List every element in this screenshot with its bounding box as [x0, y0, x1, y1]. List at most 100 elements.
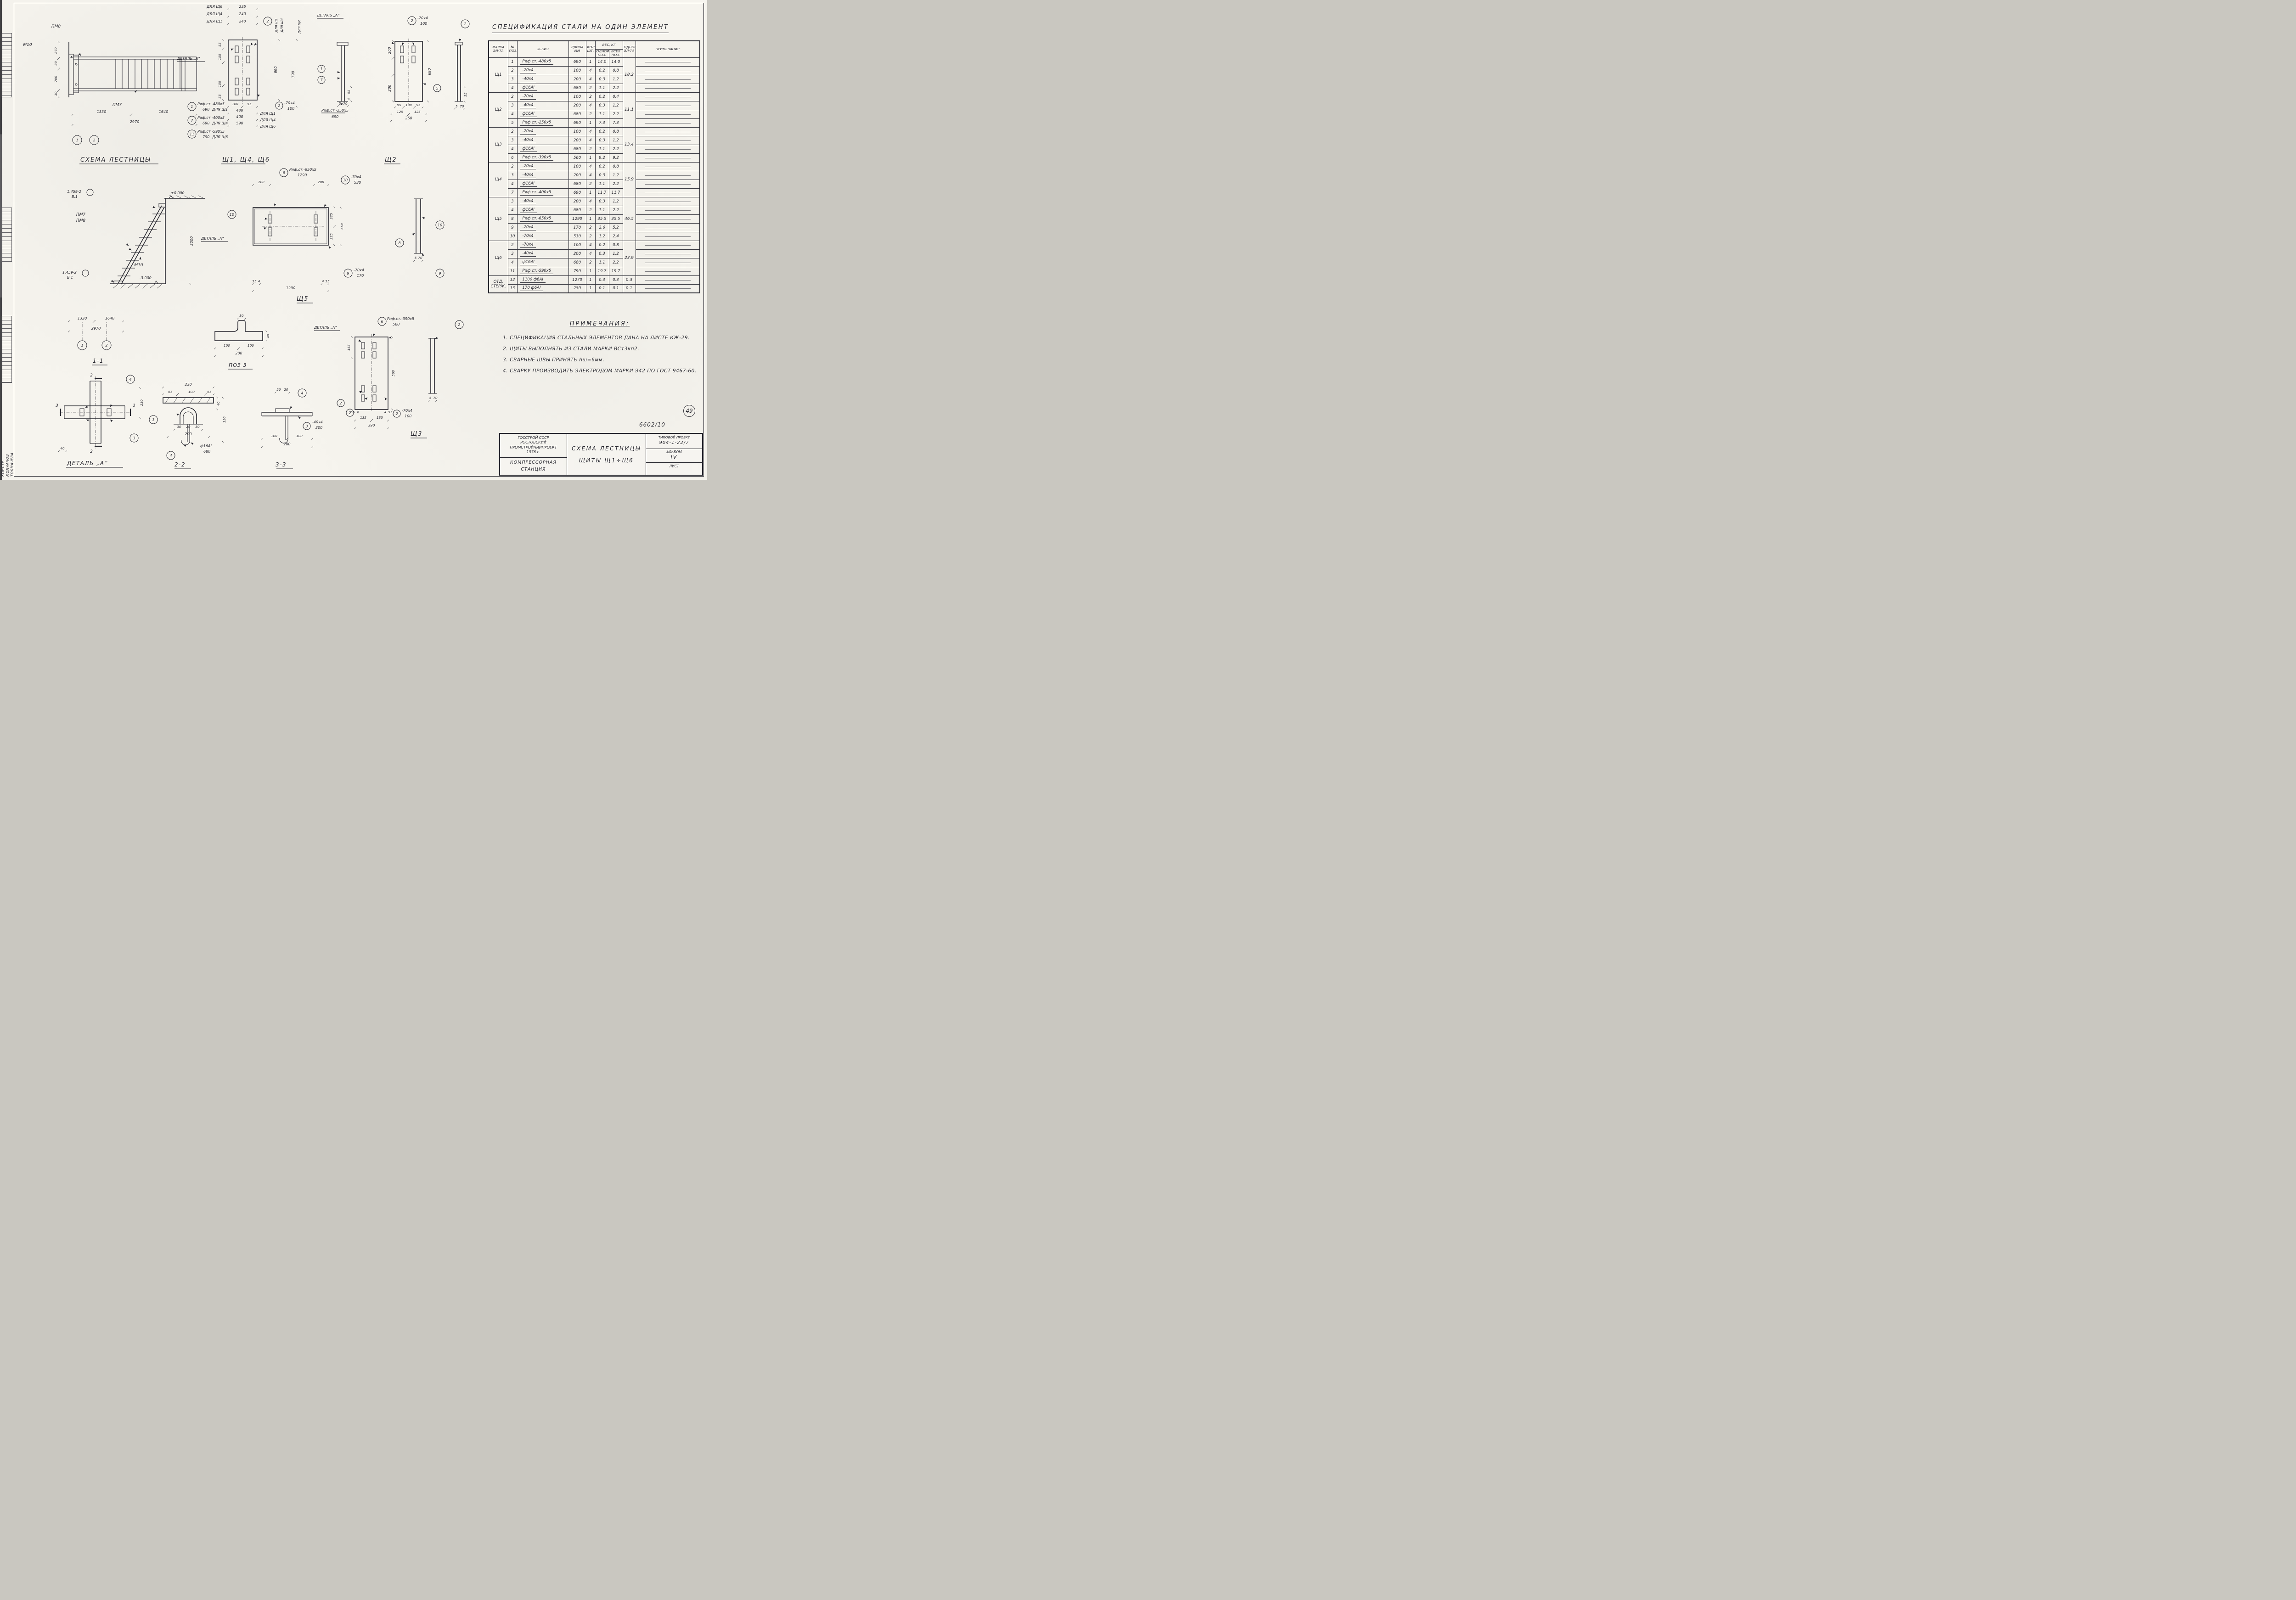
- view-title-sh2: Щ2: [385, 157, 397, 163]
- callout-number: 3: [152, 418, 154, 422]
- dim-label: 230: [140, 399, 144, 406]
- dim-label: 700: [54, 76, 58, 82]
- part-label-pm7: ПМ7: [113, 103, 122, 107]
- axis-number: 2: [105, 343, 107, 348]
- dim-label: 5: [339, 101, 341, 106]
- org-line: ПРОМСТРОЙНИИПРОЕКТ: [510, 445, 557, 449]
- part-spec-label: Риф.ст.-390х5: [387, 317, 414, 321]
- dim-label: 55: [350, 410, 355, 414]
- doc-code: 6602/10: [639, 421, 665, 428]
- dim-label: 95: [416, 103, 421, 107]
- dim-label: 2970: [130, 120, 139, 124]
- dim-label: 20: [284, 387, 288, 392]
- level-mark-label: -3.000: [140, 276, 152, 280]
- dim-label: 100: [405, 103, 412, 107]
- dim-label: 4: [258, 279, 260, 283]
- part-label-pm7: ПМ7: [76, 213, 86, 217]
- dim-label: 125: [397, 110, 403, 114]
- part-length-label: 100: [287, 107, 294, 111]
- dim-label: 870: [54, 47, 58, 54]
- dim-label: 135: [377, 415, 383, 420]
- object-cell: КОМПРЕССОРНАЯ СТАНЦИЯ: [500, 458, 567, 475]
- detail-a-linework: [58, 375, 141, 468]
- org-line: РОСТОВСКИЙ: [520, 440, 546, 445]
- callout-number: 6: [381, 320, 383, 324]
- detail-ref-label: ДЕТАЛЬ „А“: [316, 13, 340, 17]
- dim-label: 250: [405, 116, 412, 120]
- dim-label: 400: [236, 115, 243, 119]
- page-number-badge: 49: [683, 405, 695, 417]
- drawing-sheet: КОНСТР. МОЛЧАНОВ ТОЛМАЧЕВА МОРГУНОВ: [0, 0, 707, 480]
- sec33-linework: [261, 388, 313, 469]
- detail-ref-label: В.1: [67, 275, 73, 280]
- part-spec-label: Риф.ст.-250х5: [321, 108, 349, 112]
- dim-label: 3000: [190, 236, 194, 246]
- dim-label: 70: [460, 104, 464, 108]
- callout-number: 1: [191, 105, 193, 109]
- dim-label: 1330: [97, 110, 106, 114]
- callout-number: 10: [230, 213, 234, 217]
- callout-number: 4: [301, 391, 303, 395]
- view-title-panel146: Щ1, Щ4, Щ6: [222, 157, 270, 163]
- for-mark-label: ДЛЯ Щ6: [259, 124, 276, 129]
- view-title-sec22: 2-2: [174, 461, 186, 468]
- detail-ref-label: 1.459-2: [62, 270, 77, 275]
- level-mark-label: ±0.000: [171, 191, 185, 195]
- dim-label: 100: [271, 434, 277, 438]
- part-length-label: 790: [203, 135, 209, 139]
- sheet-title-line: СХЕМА ЛЕСТНИЦЫ: [571, 445, 641, 452]
- callout-number: 4: [129, 377, 131, 382]
- note-item: 1. СПЕЦИФИКАЦИЯ СТАЛЬНЫХ ЭЛЕМЕНТОВ ДАНА …: [503, 335, 690, 341]
- callout-number: 5: [436, 86, 438, 90]
- for-mark-label: ДЛЯ Щ6: [212, 135, 228, 139]
- for-mark-label: ДЛЯ Щ4: [212, 121, 228, 125]
- for-mark-label: ДЛЯ Щ6: [206, 5, 222, 9]
- callout-number: 2: [339, 401, 342, 405]
- part-spec-label: -70х4: [284, 101, 295, 105]
- view-title-sh3: Щ3: [411, 431, 423, 438]
- dim-label: 230: [185, 382, 191, 387]
- dim-label: 690: [274, 66, 278, 73]
- part-length-label: 690: [332, 115, 338, 119]
- note-item: 3. СВАРНЫЕ ШВЫ ПРИНЯТЬ hш=6мм.: [503, 357, 605, 363]
- dim-label: 135: [360, 415, 366, 420]
- page-number: 49: [686, 408, 693, 414]
- sheet-frame: [14, 3, 704, 477]
- part-label-pm8: ПМ8: [76, 219, 86, 223]
- dim-label: 5: [415, 256, 417, 260]
- album-label: АЛЬБОМ: [666, 450, 682, 454]
- sec22-linework: [149, 387, 224, 469]
- detail-ref-label: ДЕТАЛЬ „А“: [314, 326, 337, 330]
- dim-label: 4: [347, 98, 351, 100]
- panel146-linework: [177, 8, 298, 164]
- dim-label: 5: [429, 396, 432, 400]
- callout-number: 9: [347, 271, 349, 275]
- part-spec-label: Риф.ст.-650х5: [289, 168, 316, 172]
- section-mark-label: 3: [56, 404, 58, 408]
- callout-number: 2: [278, 104, 280, 108]
- dim-label: 55: [463, 92, 467, 97]
- part-length-label: 690: [203, 107, 209, 112]
- part-length-label: 100: [420, 22, 427, 26]
- spec-table: МАРКА ЭЛ-ТА № ПОЗ. ЭСКИЗ ДЛИНА ММ КОЛ. Ш…: [488, 40, 701, 293]
- callout-number: 2: [458, 323, 460, 327]
- part-label-m10: М10: [134, 263, 143, 268]
- dim-label: 560: [391, 370, 395, 376]
- album-cell: АЛЬБОМ IV: [646, 449, 702, 463]
- note-item: 4. СВАРКУ ПРОИЗВОДИТЬ ЭЛЕКТРОДОМ МАРКИ Э…: [503, 368, 697, 374]
- dim-label: 200: [318, 180, 324, 184]
- spec-table-title: СПЕЦИФИКАЦИЯ СТАЛИ НА ОДИН ЭЛЕМЕНТ: [492, 24, 669, 33]
- dim-label: 150: [222, 416, 226, 423]
- part-length-label: 1290: [298, 173, 307, 177]
- view-title-sec33: 3-3: [276, 461, 287, 468]
- callout-number: 7: [320, 78, 323, 82]
- callout-number: 2: [411, 19, 413, 23]
